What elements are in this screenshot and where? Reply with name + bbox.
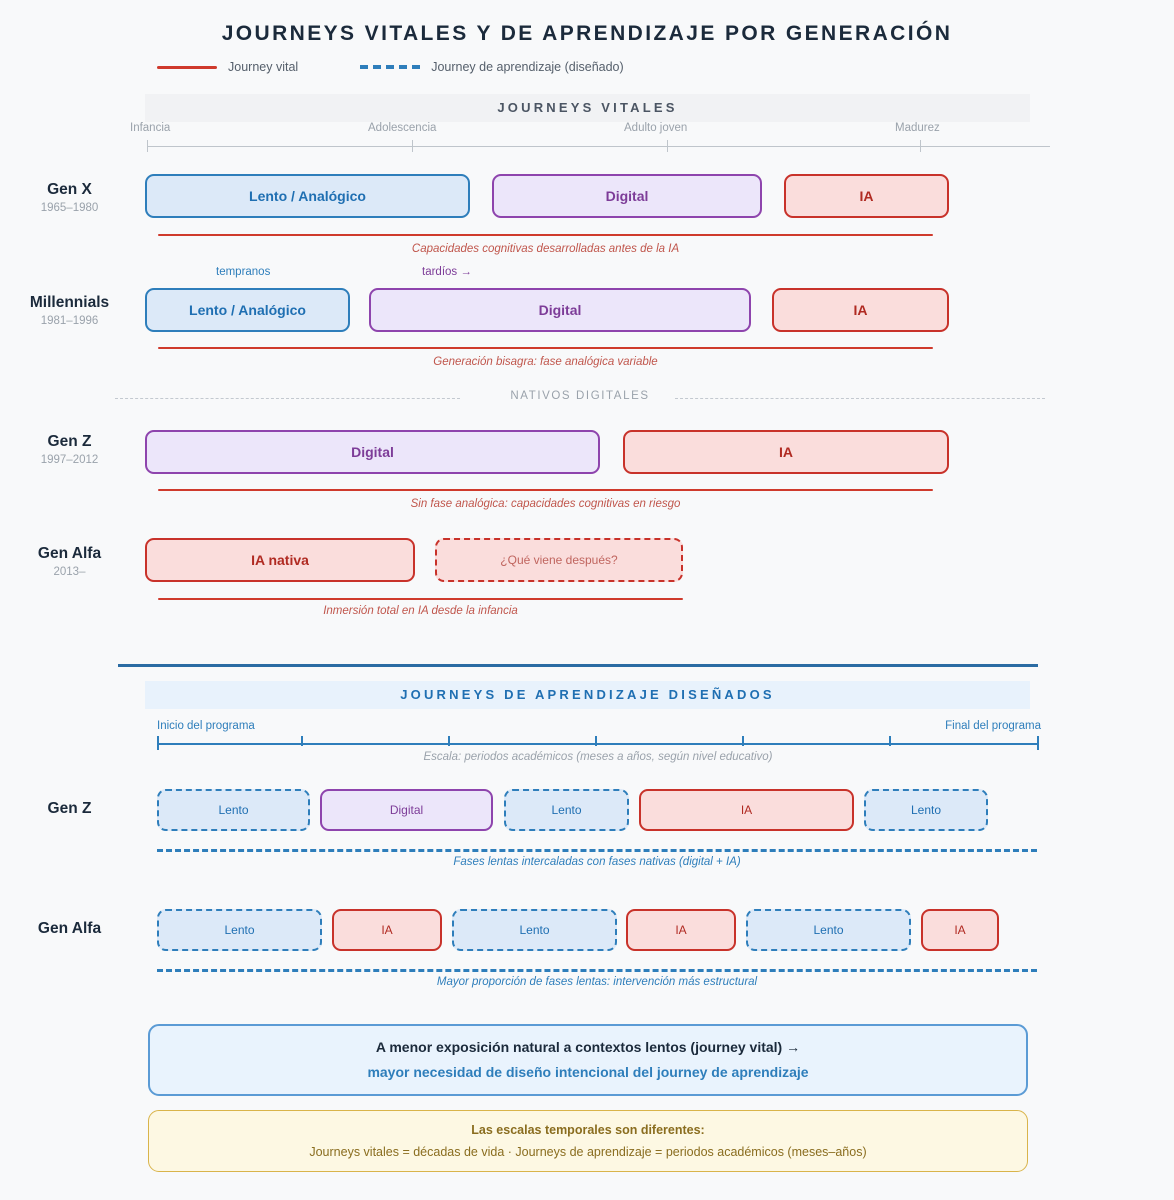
axis-label-end: Final del programa [945, 720, 1041, 732]
axis-tick-label-madurez: Madurez [895, 122, 940, 134]
phase-box-slow[interactable]: Lento [157, 789, 310, 831]
legend-label-learning: Journey de aprendizaje (diseñado) [431, 60, 624, 74]
axis-tick [920, 140, 921, 152]
conclusion-line-2: mayor necesidad de diseño intencional de… [367, 1064, 809, 1080]
axis-line [157, 743, 1039, 745]
generation-label-gen-alfa: Gen Alfa 2013– [7, 544, 132, 580]
learning-underline [157, 969, 1037, 972]
phase-box-ai[interactable]: IA [332, 909, 442, 951]
legend-item-vital: Journey vital [157, 60, 298, 74]
axis-tick-label-infancia: Infancia [130, 122, 171, 134]
phase-box-ai[interactable]: IA [784, 174, 949, 218]
axis-label-start: Inicio del programa [157, 720, 255, 732]
axis-tick-label-adolescencia: Adolescencia [368, 122, 437, 134]
phase-box-ai[interactable]: IA [623, 430, 949, 474]
phase-box-slow[interactable]: Lento [504, 789, 629, 831]
note-line-2: Journeys vitales = décadas de vida · Jou… [309, 1145, 867, 1159]
conclusion-box: A menor exposición natural a contextos l… [148, 1024, 1028, 1096]
learning-underline [157, 849, 1037, 852]
phase-box-slow[interactable]: Lento / Analógico [145, 174, 470, 218]
solid-line-icon [157, 65, 217, 69]
axis-tick [595, 736, 597, 746]
legend: Journey vital Journey de aprendizaje (di… [157, 60, 624, 74]
generation-years: 2013– [53, 566, 86, 578]
axis-line [147, 146, 1050, 147]
axis-tick [147, 140, 148, 152]
legend-label-vital: Journey vital [228, 60, 299, 74]
divider-nativos-digitales: NATIVOS DIGITALES [115, 390, 1045, 406]
generation-name: Gen Alfa [37, 545, 102, 562]
generation-label-millennials: Millennials 1981–1996 [7, 293, 132, 329]
axis-tick [742, 736, 744, 746]
phase-box-slow[interactable]: Lento [864, 789, 988, 831]
axis-tick [667, 140, 668, 152]
row-caption: Sin fase analógica: capacidades cognitiv… [410, 498, 681, 510]
phase-box-ai[interactable]: IA [921, 909, 999, 951]
phase-box-ai-native[interactable]: IA nativa [145, 538, 415, 582]
axis-tick [448, 736, 450, 746]
generation-label-gen-x: Gen X 1965–1980 [7, 180, 132, 216]
sublabel-tempranos: tempranos [216, 266, 271, 278]
generation-name: Gen Alfa [37, 920, 102, 937]
generation-name: Gen Z [47, 433, 92, 450]
phase-box-whats-next[interactable]: ¿Qué viene después? [435, 538, 683, 582]
note-box: Las escalas temporales son diferentes: J… [148, 1110, 1028, 1172]
learning-label-gen-alfa: Gen Alfa [7, 919, 132, 939]
axis-cap [1037, 736, 1039, 750]
phase-box-ai[interactable]: IA [626, 909, 736, 951]
phase-box-digital[interactable]: Digital [492, 174, 762, 218]
page-title: JOURNEYS VITALES Y DE APRENDIZAJE POR GE… [221, 22, 953, 45]
learning-label-gen-z: Gen Z [7, 799, 132, 819]
generation-name: Gen X [47, 181, 92, 198]
conclusion-line-1: A menor exposición natural a contextos l… [375, 1039, 801, 1055]
axis-scale-note: Escala: periodos académicos (meses a año… [423, 751, 773, 763]
divider-label: NATIVOS DIGITALES [510, 390, 650, 402]
row-caption: Inmersión total en IA desde la infancia [323, 605, 518, 617]
legend-item-learning: Journey de aprendizaje (diseñado) [360, 60, 624, 74]
axis-tick [889, 736, 891, 746]
phase-box-slow[interactable]: Lento / Analógico [145, 288, 350, 332]
row-caption: Mayor proporción de fases lentas: interv… [436, 976, 758, 988]
section-separator [118, 664, 1038, 667]
vital-underline [158, 598, 683, 601]
generation-years: 1981–1996 [40, 315, 99, 327]
row-caption: Generación bisagra: fase analógica varia… [433, 356, 658, 368]
sublabel-tardios: tardíos → [422, 266, 472, 278]
generation-name: Millennials [29, 294, 110, 311]
axis-tick [301, 736, 303, 746]
divider-line-right [675, 398, 1045, 399]
row-caption: Capacidades cognitivas desarrolladas ant… [411, 243, 680, 255]
phase-box-digital[interactable]: Digital [145, 430, 600, 474]
vital-underline [158, 489, 933, 492]
dashed-line-icon [360, 65, 421, 69]
divider-line-left [115, 398, 460, 399]
axis-vital: Infancia Adolescencia Adulto joven Madur… [130, 122, 1050, 154]
phase-box-digital[interactable]: Digital [369, 288, 751, 332]
phase-box-slow[interactable]: Lento [157, 909, 322, 951]
phase-box-digital[interactable]: Digital [320, 789, 493, 831]
phase-box-ai[interactable]: IA [639, 789, 854, 831]
note-line-1: Las escalas temporales son diferentes: [471, 1123, 705, 1137]
generation-label-gen-z: Gen Z 1997–2012 [7, 432, 132, 468]
generation-years: 1997–2012 [40, 454, 99, 466]
generation-name: Gen Z [47, 800, 92, 817]
phase-box-slow[interactable]: Lento [452, 909, 617, 951]
phase-box-ai[interactable]: IA [772, 288, 949, 332]
generation-years: 1965–1980 [40, 202, 99, 214]
section-band-learning: JOURNEYS DE APRENDIZAJE DISEÑADOS [145, 681, 1030, 709]
vital-underline [158, 347, 933, 350]
axis-cap [157, 736, 159, 750]
vital-underline [158, 234, 933, 237]
section-band-vital: JOURNEYS VITALES [145, 94, 1030, 122]
axis-learning: Inicio del programa Final del programa [155, 720, 1041, 750]
row-caption: Fases lentas intercaladas con fases nati… [453, 856, 741, 868]
axis-tick-label-adulto-joven: Adulto joven [624, 122, 688, 134]
phase-box-slow[interactable]: Lento [746, 909, 911, 951]
axis-tick [412, 140, 413, 152]
